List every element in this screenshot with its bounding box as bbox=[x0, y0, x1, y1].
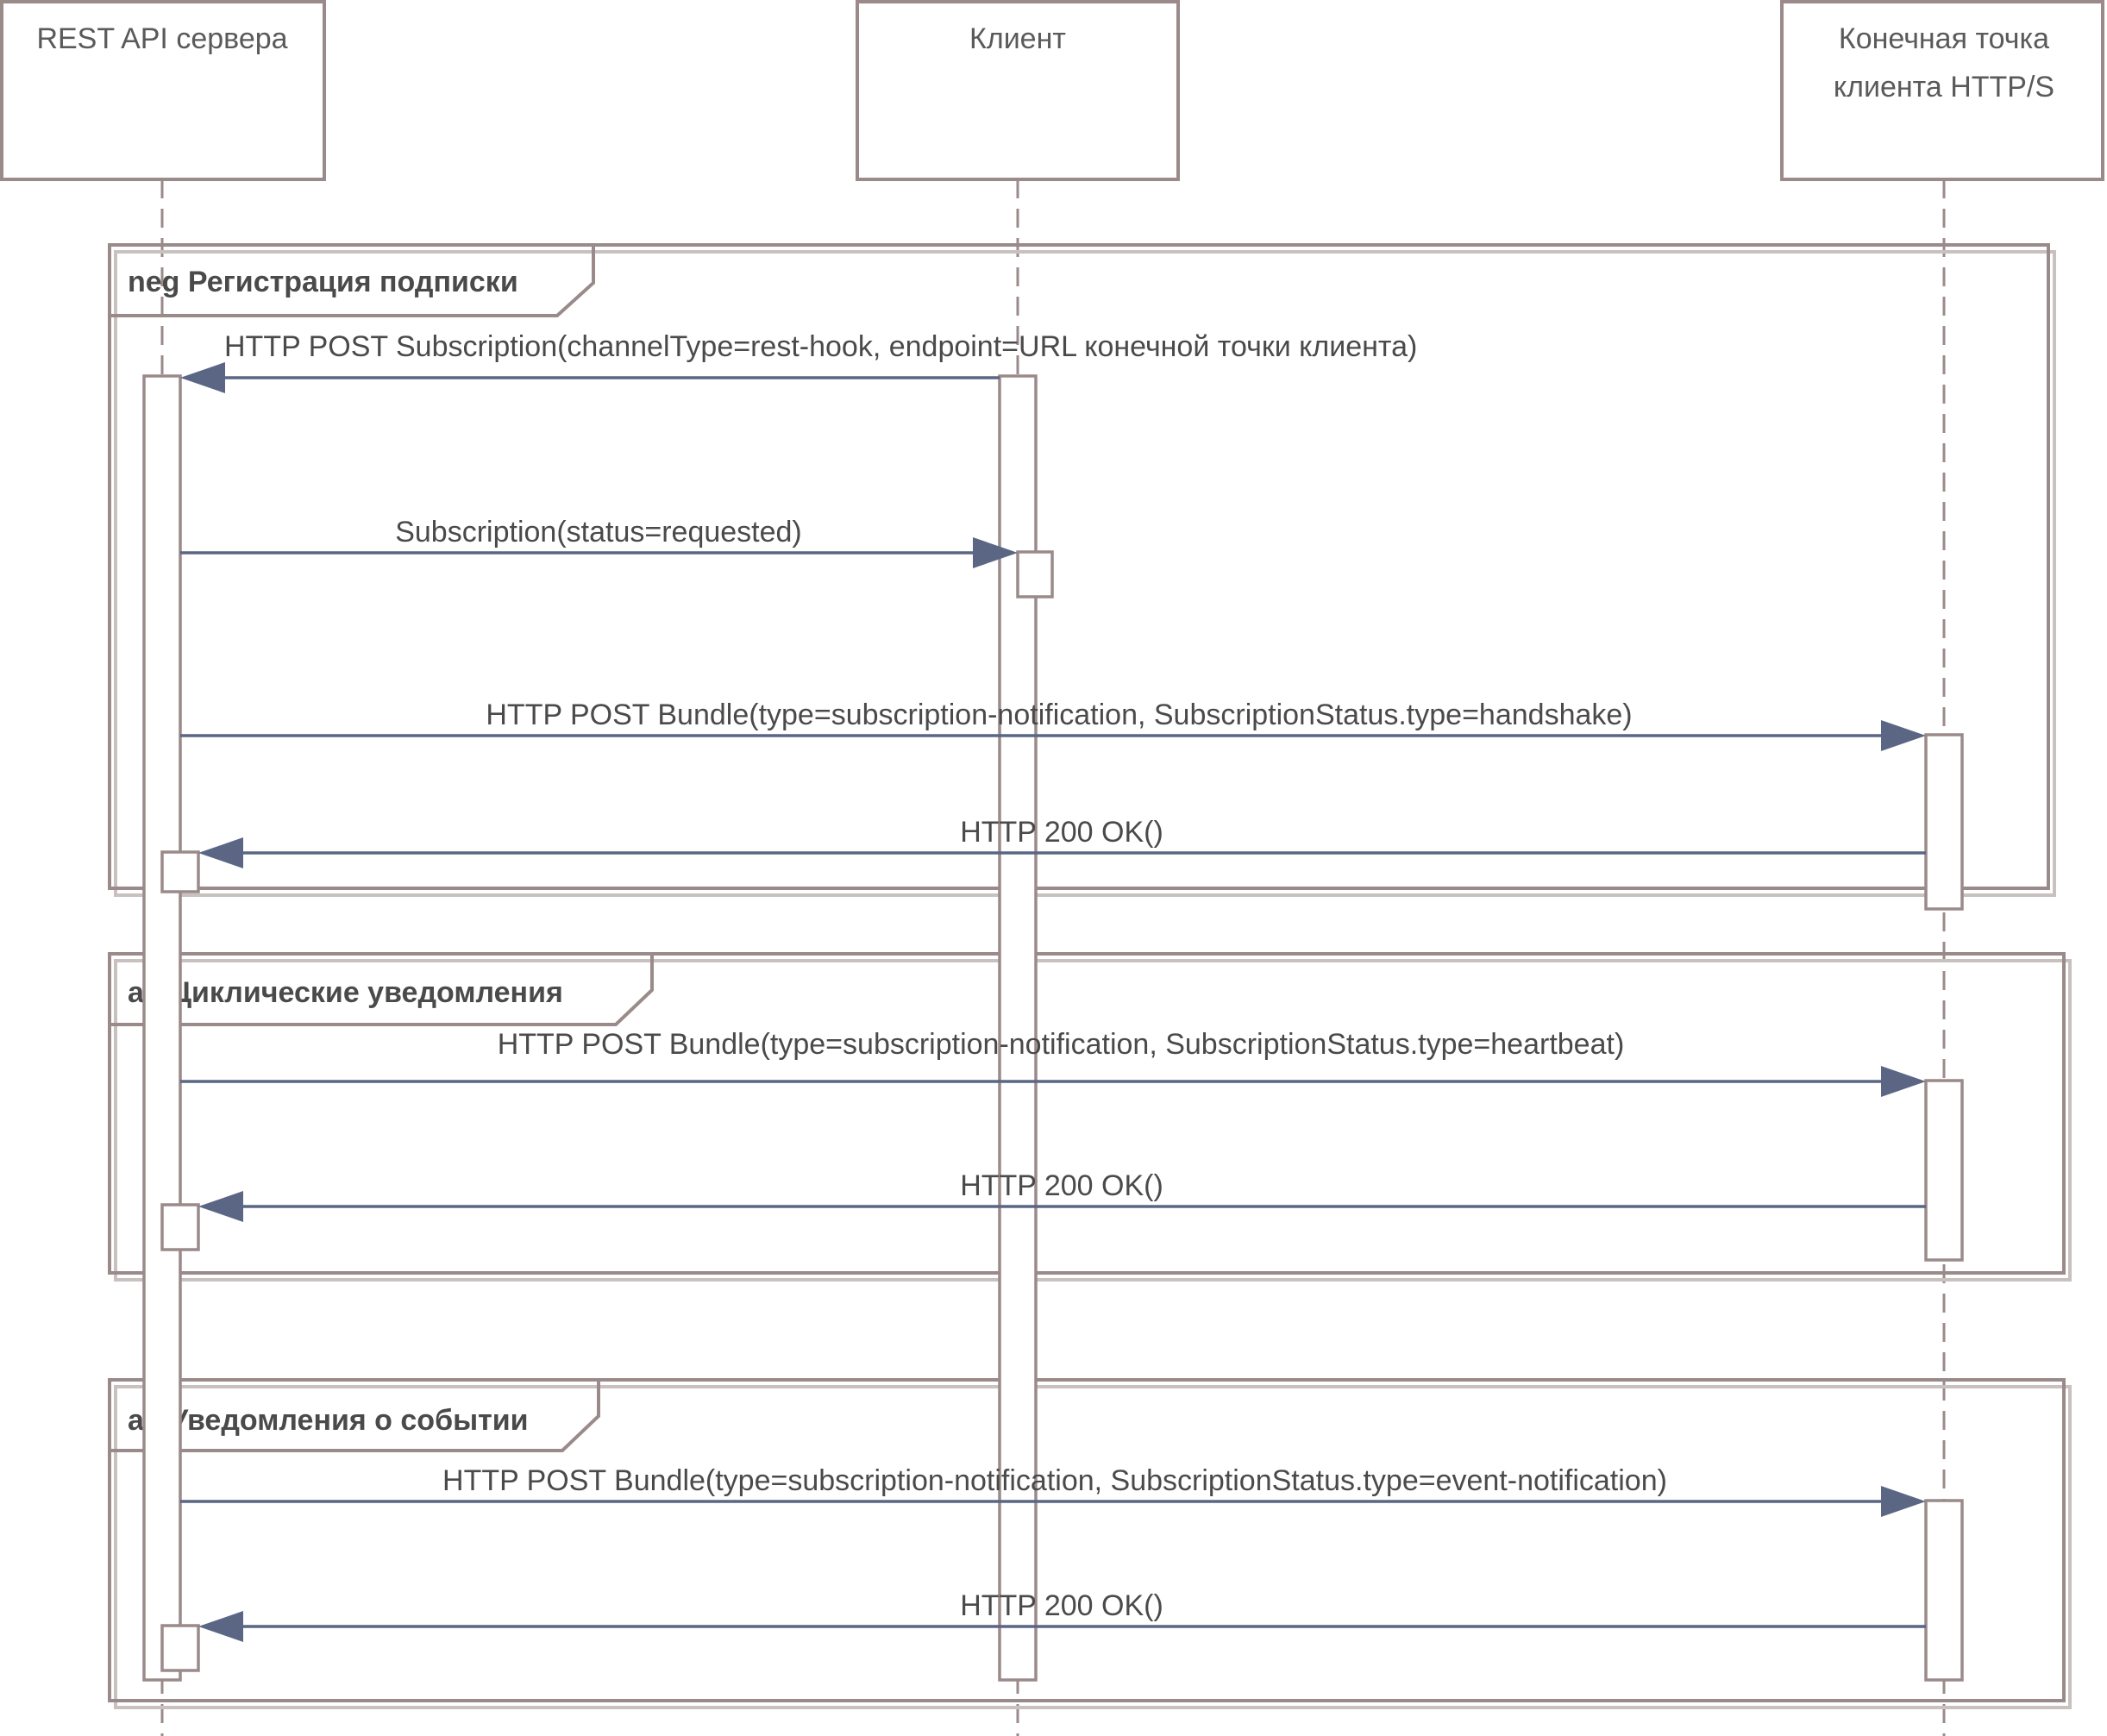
message-handshake: HTTP POST Bundle(type=subscription-notif… bbox=[180, 699, 1926, 751]
message-subscription-post-label: HTTP POST Subscription(channelType=rest-… bbox=[224, 330, 1417, 363]
participant-endpoint-label-line2: клиента HTTP/S bbox=[1834, 71, 2054, 103]
message-subscription-requested-label: Subscription(status=requested) bbox=[395, 516, 802, 548]
message-heartbeat-label: HTTP POST Bundle(type=subscription-notif… bbox=[498, 1028, 1625, 1061]
participant-client: Клиент bbox=[856, 0, 1180, 181]
activation-endpoint-event bbox=[1924, 1499, 1964, 1682]
message-event: HTTP POST Bundle(type=subscription-notif… bbox=[180, 1464, 1926, 1517]
activation-endpoint-heartbeat bbox=[1924, 1079, 1964, 1262]
activation-server-main bbox=[142, 374, 182, 1682]
message-handshake-ok-label: HTTP 200 OK() bbox=[960, 816, 1163, 849]
message-heartbeat-ok-label: HTTP 200 OK() bbox=[960, 1169, 1163, 1202]
activation-client-receive bbox=[1016, 550, 1054, 599]
message-heartbeat-ok: HTTP 200 OK() bbox=[198, 1169, 1926, 1222]
participant-server-label: REST API сервера bbox=[36, 22, 287, 55]
participant-endpoint-label-line1: Конечная точка bbox=[1839, 22, 2049, 55]
message-event-label: HTTP POST Bundle(type=subscription-notif… bbox=[442, 1464, 1667, 1497]
fragment-alt-heartbeat-label: alt Циклические уведомления bbox=[128, 976, 563, 1009]
fragment-alt-event-label: alt Уведомления о событии bbox=[128, 1404, 529, 1437]
fragment-alt-event: alt Уведомления о событии bbox=[108, 1378, 2072, 1709]
participant-endpoint: Конечная точка клиента HTTP/S bbox=[1780, 0, 2104, 181]
activation-server-reply-2 bbox=[160, 1203, 200, 1251]
fragment-neg: neg Регистрация подписки bbox=[108, 243, 2056, 897]
message-heartbeat: HTTP POST Bundle(type=subscription-notif… bbox=[180, 1028, 1926, 1097]
message-event-ok: HTTP 200 OK() bbox=[198, 1589, 1926, 1642]
message-subscription-requested: Subscription(status=requested) bbox=[180, 516, 1018, 568]
message-subscription-post: HTTP POST Subscription(channelType=rest-… bbox=[180, 330, 1417, 393]
participant-server: REST API сервера bbox=[0, 0, 326, 181]
activation-server-reply-1 bbox=[160, 850, 200, 893]
fragment-neg-label: neg Регистрация подписки bbox=[128, 266, 518, 298]
message-event-ok-label: HTTP 200 OK() bbox=[960, 1589, 1163, 1622]
participant-client-label: Клиент bbox=[969, 22, 1066, 55]
activation-endpoint-handshake bbox=[1924, 733, 1964, 911]
message-handshake-ok: HTTP 200 OK() bbox=[198, 816, 1926, 868]
message-handshake-label: HTTP POST Bundle(type=subscription-notif… bbox=[486, 699, 1632, 731]
fragment-alt-heartbeat: alt Циклические уведомления bbox=[108, 952, 2072, 1282]
activation-server-reply-3 bbox=[160, 1624, 200, 1672]
